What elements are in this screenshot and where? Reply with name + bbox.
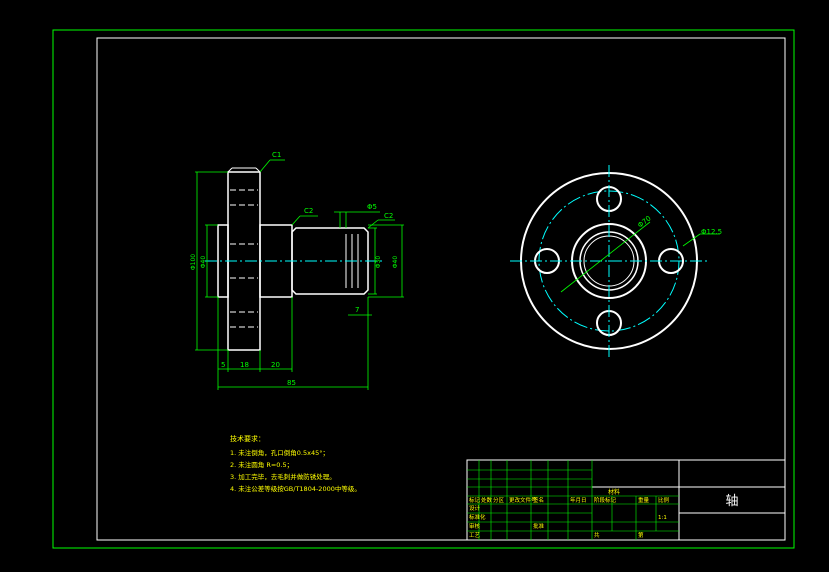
outer-frame: [52, 29, 795, 549]
note-line: 2. 未注圆角 R=0.5；: [230, 460, 293, 469]
side-view: C1 C2 Φ5 C2 Φ100 Φ40 Φ30 Φ40 5 18 20 85 …: [190, 151, 404, 390]
front-view: Φ70 Φ12.5: [510, 165, 722, 357]
note-line: 3. 加工完毕，去毛刺并做防锈处理。: [230, 472, 336, 481]
chamfer-c1-label: C1: [272, 151, 281, 159]
tb-zone: 分区: [493, 496, 505, 504]
tb-mark: 标记: [469, 496, 481, 504]
len-a-label: 5: [221, 361, 225, 369]
tb-approve: 批准: [533, 522, 545, 530]
tb-sheets: 共: [594, 531, 600, 539]
notes-title: 技术要求：: [230, 434, 265, 443]
tb-count: 处数: [481, 496, 493, 504]
tb-sheet: 第: [638, 531, 644, 539]
title-block: 标记 处数 分区 更改文件号 签名 年月日 设计 标准化 审核 工艺 批准 阶段…: [466, 459, 786, 541]
len-b-label: 18: [240, 361, 249, 369]
tb-scale-value: 1:1: [658, 515, 667, 521]
part-name: 轴: [725, 494, 738, 509]
note-line: 1. 未注倒角，孔口倒角0.5x45°；: [230, 448, 329, 457]
dia-hole-label: Φ12.5: [701, 228, 722, 236]
tb-stage: 阶段标记: [594, 496, 617, 504]
chamfer-c2-label: C2: [304, 207, 313, 215]
tb-date: 年月日: [570, 496, 587, 504]
tb-standard: 标准化: [469, 513, 486, 521]
tb-design: 设计: [469, 504, 481, 512]
tb-material: 材料: [608, 488, 620, 496]
dia-bolt-circle-label: Φ70: [636, 214, 652, 229]
tb-sign: 签名: [533, 496, 544, 504]
tb-weight: 重量: [638, 496, 650, 504]
technical-notes: 技术要求： 1. 未注倒角，孔口倒角0.5x45°； 2. 未注圆角 R=0.5…: [230, 434, 361, 493]
note-line: 4. 未注公差等级按GB/T1804-2000中等级。: [230, 484, 361, 493]
dia-hub-label: Φ40: [200, 256, 207, 269]
dia-shaft-label: Φ30: [375, 256, 382, 269]
tb-process: 工艺: [469, 532, 481, 539]
tb-scale: 比例: [658, 496, 670, 504]
tb-change: 更改文件号: [509, 496, 537, 504]
dia-flange-label: Φ100: [190, 254, 197, 270]
tb-check: 审核: [469, 522, 481, 530]
len-total-label: 85: [287, 379, 296, 387]
len-c-label: 20: [271, 361, 280, 369]
inner-frame: [96, 37, 786, 541]
chamfer-end-label: C2: [384, 212, 393, 220]
dia-small-label: Φ5: [367, 203, 377, 211]
dia-bore-label: Φ40: [392, 256, 399, 269]
len-end-label: 7: [355, 306, 359, 314]
